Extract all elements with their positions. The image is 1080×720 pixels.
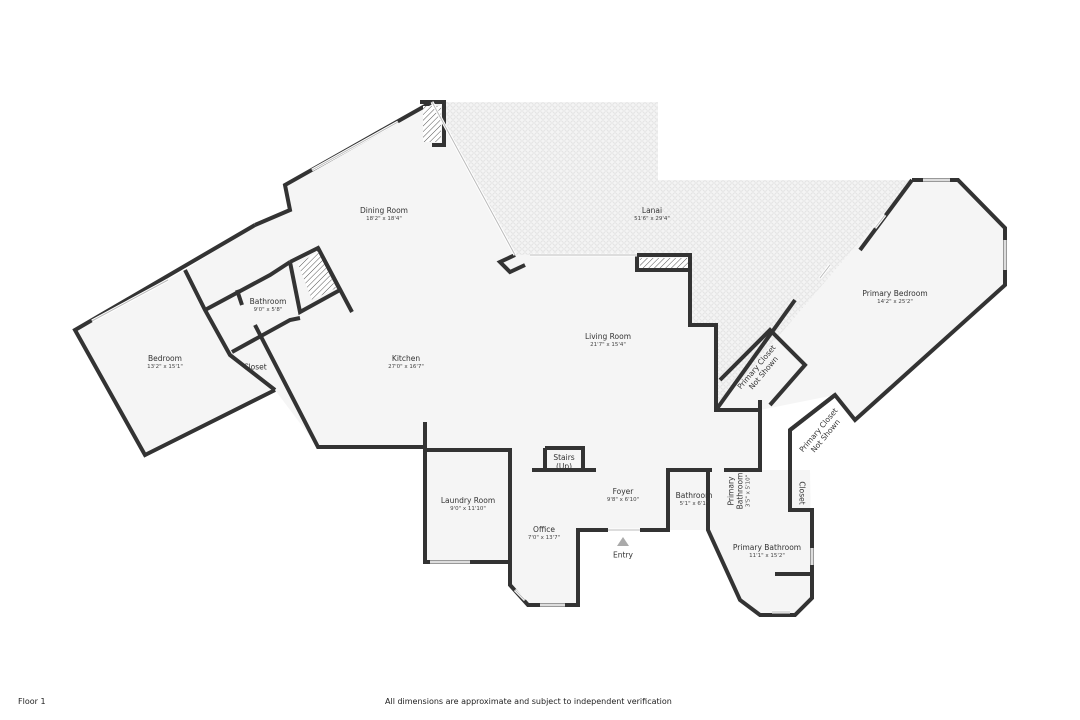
- window-dining-glass: [311, 121, 399, 171]
- room-name: Primary Bathroom: [732, 543, 802, 552]
- wall-primary-closet-2: [788, 393, 837, 432]
- room-name: Primary Bathroom: [726, 472, 745, 510]
- room-closet-2: Closet: [798, 481, 807, 504]
- room-dim: 9'0" x 11'10": [450, 506, 486, 512]
- lanai-floor: [432, 102, 912, 410]
- window-primary-3-glass: [874, 214, 886, 229]
- room-name: Bathroom: [675, 491, 713, 500]
- wall-bedroom: [72, 223, 276, 458]
- wall-primary-closet-1: [718, 327, 808, 407]
- wall-bedroom-east: [183, 269, 277, 392]
- room-dim: 13'2" x 15'1": [147, 364, 183, 370]
- wall-fireplace-2: [635, 253, 692, 272]
- room-name: Closet: [243, 362, 267, 372]
- wall-foyer-bath: [640, 468, 712, 532]
- wall-primary-bath: [706, 470, 814, 617]
- wall-fireplace: [496, 253, 526, 275]
- room-name: Living Room: [584, 332, 632, 341]
- entry-arrow-icon: [617, 537, 629, 546]
- room-dim: 14'2" x 25'2": [877, 299, 913, 305]
- wall-primary-bedroom-west-2: [714, 298, 797, 412]
- room-name: Bedroom: [148, 354, 182, 363]
- room-name: Kitchen: [391, 354, 421, 363]
- fireplace-hatch: [423, 106, 441, 142]
- room-name: Stairs: [553, 453, 575, 462]
- door-lanai-slider-glass: [431, 101, 516, 256]
- room-name: Laundry Room: [440, 496, 496, 505]
- room-dim: 3'5" x 5'10": [745, 474, 752, 508]
- wall-bathroom-stub: [235, 289, 244, 306]
- primary-bedroom-floor: [716, 180, 1005, 420]
- window-primary-4-glass: [819, 264, 831, 279]
- room-dim: 27'0" x 16'7": [388, 364, 424, 370]
- room-name: Dining Room: [360, 206, 408, 215]
- room-closet-1: Closet: [243, 363, 266, 372]
- disclaimer: All dimensions are approximate and subje…: [385, 697, 672, 706]
- room-dim: 11'1" x 15'2": [749, 553, 785, 559]
- wall-bathroom-north: [204, 260, 292, 312]
- wall-primary-bedroom-west: [858, 178, 914, 252]
- fireplace-2-hatch: [640, 258, 688, 268]
- room-name: Office: [533, 525, 555, 534]
- wall-kitchen-south: [253, 324, 425, 449]
- room-dim: 7'0" x 13'7": [527, 535, 561, 541]
- room-dim: 18'2" x 18'4": [366, 216, 402, 222]
- wall-living-east: [688, 255, 760, 412]
- room-name: Closet: [797, 481, 807, 505]
- floor-label: Floor 1: [18, 697, 46, 706]
- room-name: Foyer: [612, 487, 634, 496]
- windows: [91, 101, 1007, 614]
- room-name: Primary Bedroom: [862, 289, 928, 298]
- walls: [72, 100, 1007, 617]
- room-dim: 5'1" x 6'1": [679, 501, 709, 507]
- stair-hatch: [298, 252, 336, 300]
- room-dim: 9'0" x 5'8": [253, 307, 283, 313]
- wall-primary-bath-small: [724, 400, 762, 472]
- window-office-glass: [514, 589, 526, 601]
- room-name: Lanai: [641, 206, 663, 215]
- room-stairs: Stairs(Up): [553, 453, 574, 471]
- house-floor: [75, 102, 812, 615]
- window-bedroom-glass: [91, 279, 169, 322]
- room-dim: 21'7" x 15'4": [590, 342, 626, 348]
- wall-bathroom-south: [231, 316, 301, 354]
- room-note: (Up): [555, 462, 573, 471]
- entry-label: Entry: [613, 551, 633, 560]
- room-dim: 51'6" x 29'4": [634, 216, 670, 222]
- room-name: Bathroom: [249, 297, 287, 306]
- room-dim: 9'8" x 6'10": [606, 497, 640, 503]
- wall-stair-side: [316, 247, 354, 313]
- room-floors: [75, 102, 1005, 615]
- room-name: Entry: [613, 550, 633, 560]
